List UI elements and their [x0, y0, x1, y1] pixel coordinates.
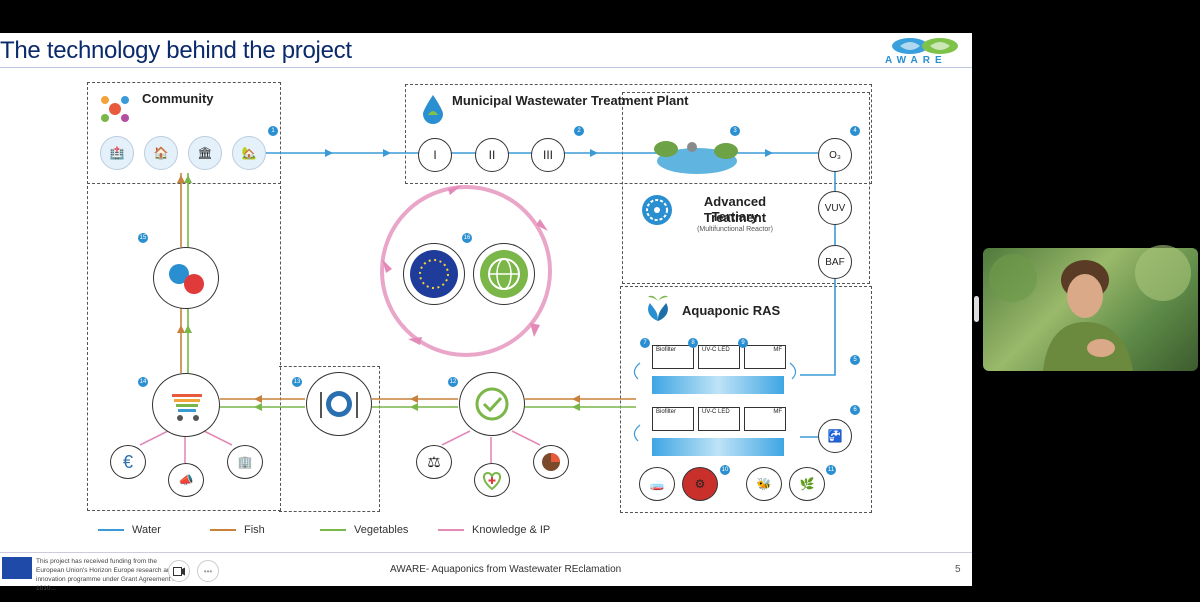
fish-tank-1: [652, 376, 784, 394]
badge-8: 8: [688, 338, 698, 348]
biofilter-2: Biofilter: [652, 407, 694, 431]
badge-2: 2: [574, 126, 584, 136]
aware-logo-text: AWARE: [885, 55, 947, 66]
tertiary-sub-label: (Multifunctional Reactor): [697, 226, 773, 233]
flow-lines: [139, 149, 836, 463]
baf-node: BAF: [818, 245, 852, 279]
fish-tank-2: [652, 438, 784, 456]
house-icon: 🏠: [144, 136, 178, 170]
more-dots-icon: •••: [203, 566, 213, 576]
badge-16: 16: [462, 233, 472, 243]
tertiary-box: [622, 92, 870, 284]
stage-2: II: [475, 138, 509, 172]
video-control-button[interactable]: [168, 560, 190, 582]
community-label: Community: [142, 91, 214, 106]
slide-title: The technology behind the project: [0, 37, 352, 64]
plate-icon: [306, 372, 372, 436]
footer-text: AWARE- Aquaponics from Wastewater REclam…: [390, 564, 622, 575]
shopping-cart-icon: [152, 373, 220, 437]
community-box-left: [87, 181, 281, 511]
badge-6: 6: [850, 405, 860, 415]
scales-icon: ⚖: [416, 445, 452, 479]
biofilter-1: Biofilter: [652, 345, 694, 369]
aware-logo-icon: [892, 38, 958, 54]
sensor-icon: ⚙: [682, 467, 718, 501]
badge-12: 12: [448, 377, 458, 387]
tertiary-label-1: Advanced Tertiary: [703, 194, 767, 224]
wwtp-box: [405, 84, 872, 184]
badge-1: 1: [268, 126, 278, 136]
hospital-icon: 🏥: [100, 136, 134, 170]
uvc-led-2: UV-C LED: [698, 407, 740, 431]
badge-3: 3: [730, 126, 740, 136]
tertiary-label-2: Treatment: [703, 210, 767, 225]
legend-water: Water: [98, 524, 161, 536]
video-camera-icon: [173, 566, 185, 576]
presentation-slide: The technology behind the project AWARE …: [0, 33, 972, 592]
tap-icon: 🚰: [818, 419, 852, 453]
pond-icon: [654, 141, 738, 174]
legend-vegetables: Vegetables: [320, 524, 408, 536]
eu-flag-footer-icon: [2, 557, 32, 579]
euro-icon: €: [110, 445, 146, 479]
check-icon: [459, 372, 525, 436]
feedback-icon: [153, 247, 219, 309]
legend-fish: Fish: [210, 524, 265, 536]
more-options-button[interactable]: •••: [197, 560, 219, 582]
megaphone-icon: 📣: [168, 463, 204, 497]
community-box-bottom: [279, 366, 380, 512]
legend-knowledge: Knowledge & IP: [438, 524, 550, 536]
speaker-video-icon: [989, 245, 1191, 371]
panel-resize-handle[interactable]: [974, 296, 979, 322]
city-icon: 🏢: [227, 445, 263, 479]
reactor-icon: [642, 195, 672, 225]
stage-1: I: [418, 138, 452, 172]
uvc-led-1: UV-C LED: [698, 345, 740, 369]
webcam-video-tile[interactable]: [983, 245, 1198, 371]
footer-divider: [0, 552, 972, 553]
badge-9: 9: [738, 338, 748, 348]
ozone-node: O₃: [818, 138, 852, 172]
badge-4: 4: [850, 126, 860, 136]
health-icon: [474, 463, 510, 497]
bee-icon: 🐝: [746, 467, 782, 501]
home-icon: 🏡: [232, 136, 266, 170]
badge-15: 15: [138, 233, 148, 243]
badge-10: 10: [720, 465, 730, 475]
page-number: 5: [955, 564, 961, 575]
pie-icon: [533, 445, 569, 479]
water-drop-icon: [423, 95, 443, 124]
school-icon: 🏛: [188, 136, 222, 170]
badge-7: 7: [640, 338, 650, 348]
aquaponic-icon: [648, 295, 668, 321]
microbes-icon: 🧫: [639, 467, 675, 501]
mf-1: MF: [744, 345, 786, 369]
ras-label: Aquaponic RAS: [682, 303, 781, 318]
wwtp-label: Municipal Wastewater Treatment Plant: [452, 93, 689, 108]
funding-text: This project has received funding from t…: [36, 558, 181, 592]
vuv-node: VUV: [818, 191, 852, 225]
badge-14: 14: [138, 377, 148, 387]
mf-2: MF: [744, 407, 786, 431]
stage-3: III: [531, 138, 565, 172]
title-divider: [0, 67, 972, 68]
eu-flag-icon: [403, 243, 465, 305]
plant-icon: 🌿: [789, 467, 825, 501]
badge-11: 11: [826, 465, 836, 475]
community-icon: [101, 96, 129, 122]
community-box-top: [87, 82, 281, 184]
badge-5: 5: [850, 355, 860, 365]
globe-icon: [473, 243, 535, 305]
badge-13: 13: [292, 377, 302, 387]
